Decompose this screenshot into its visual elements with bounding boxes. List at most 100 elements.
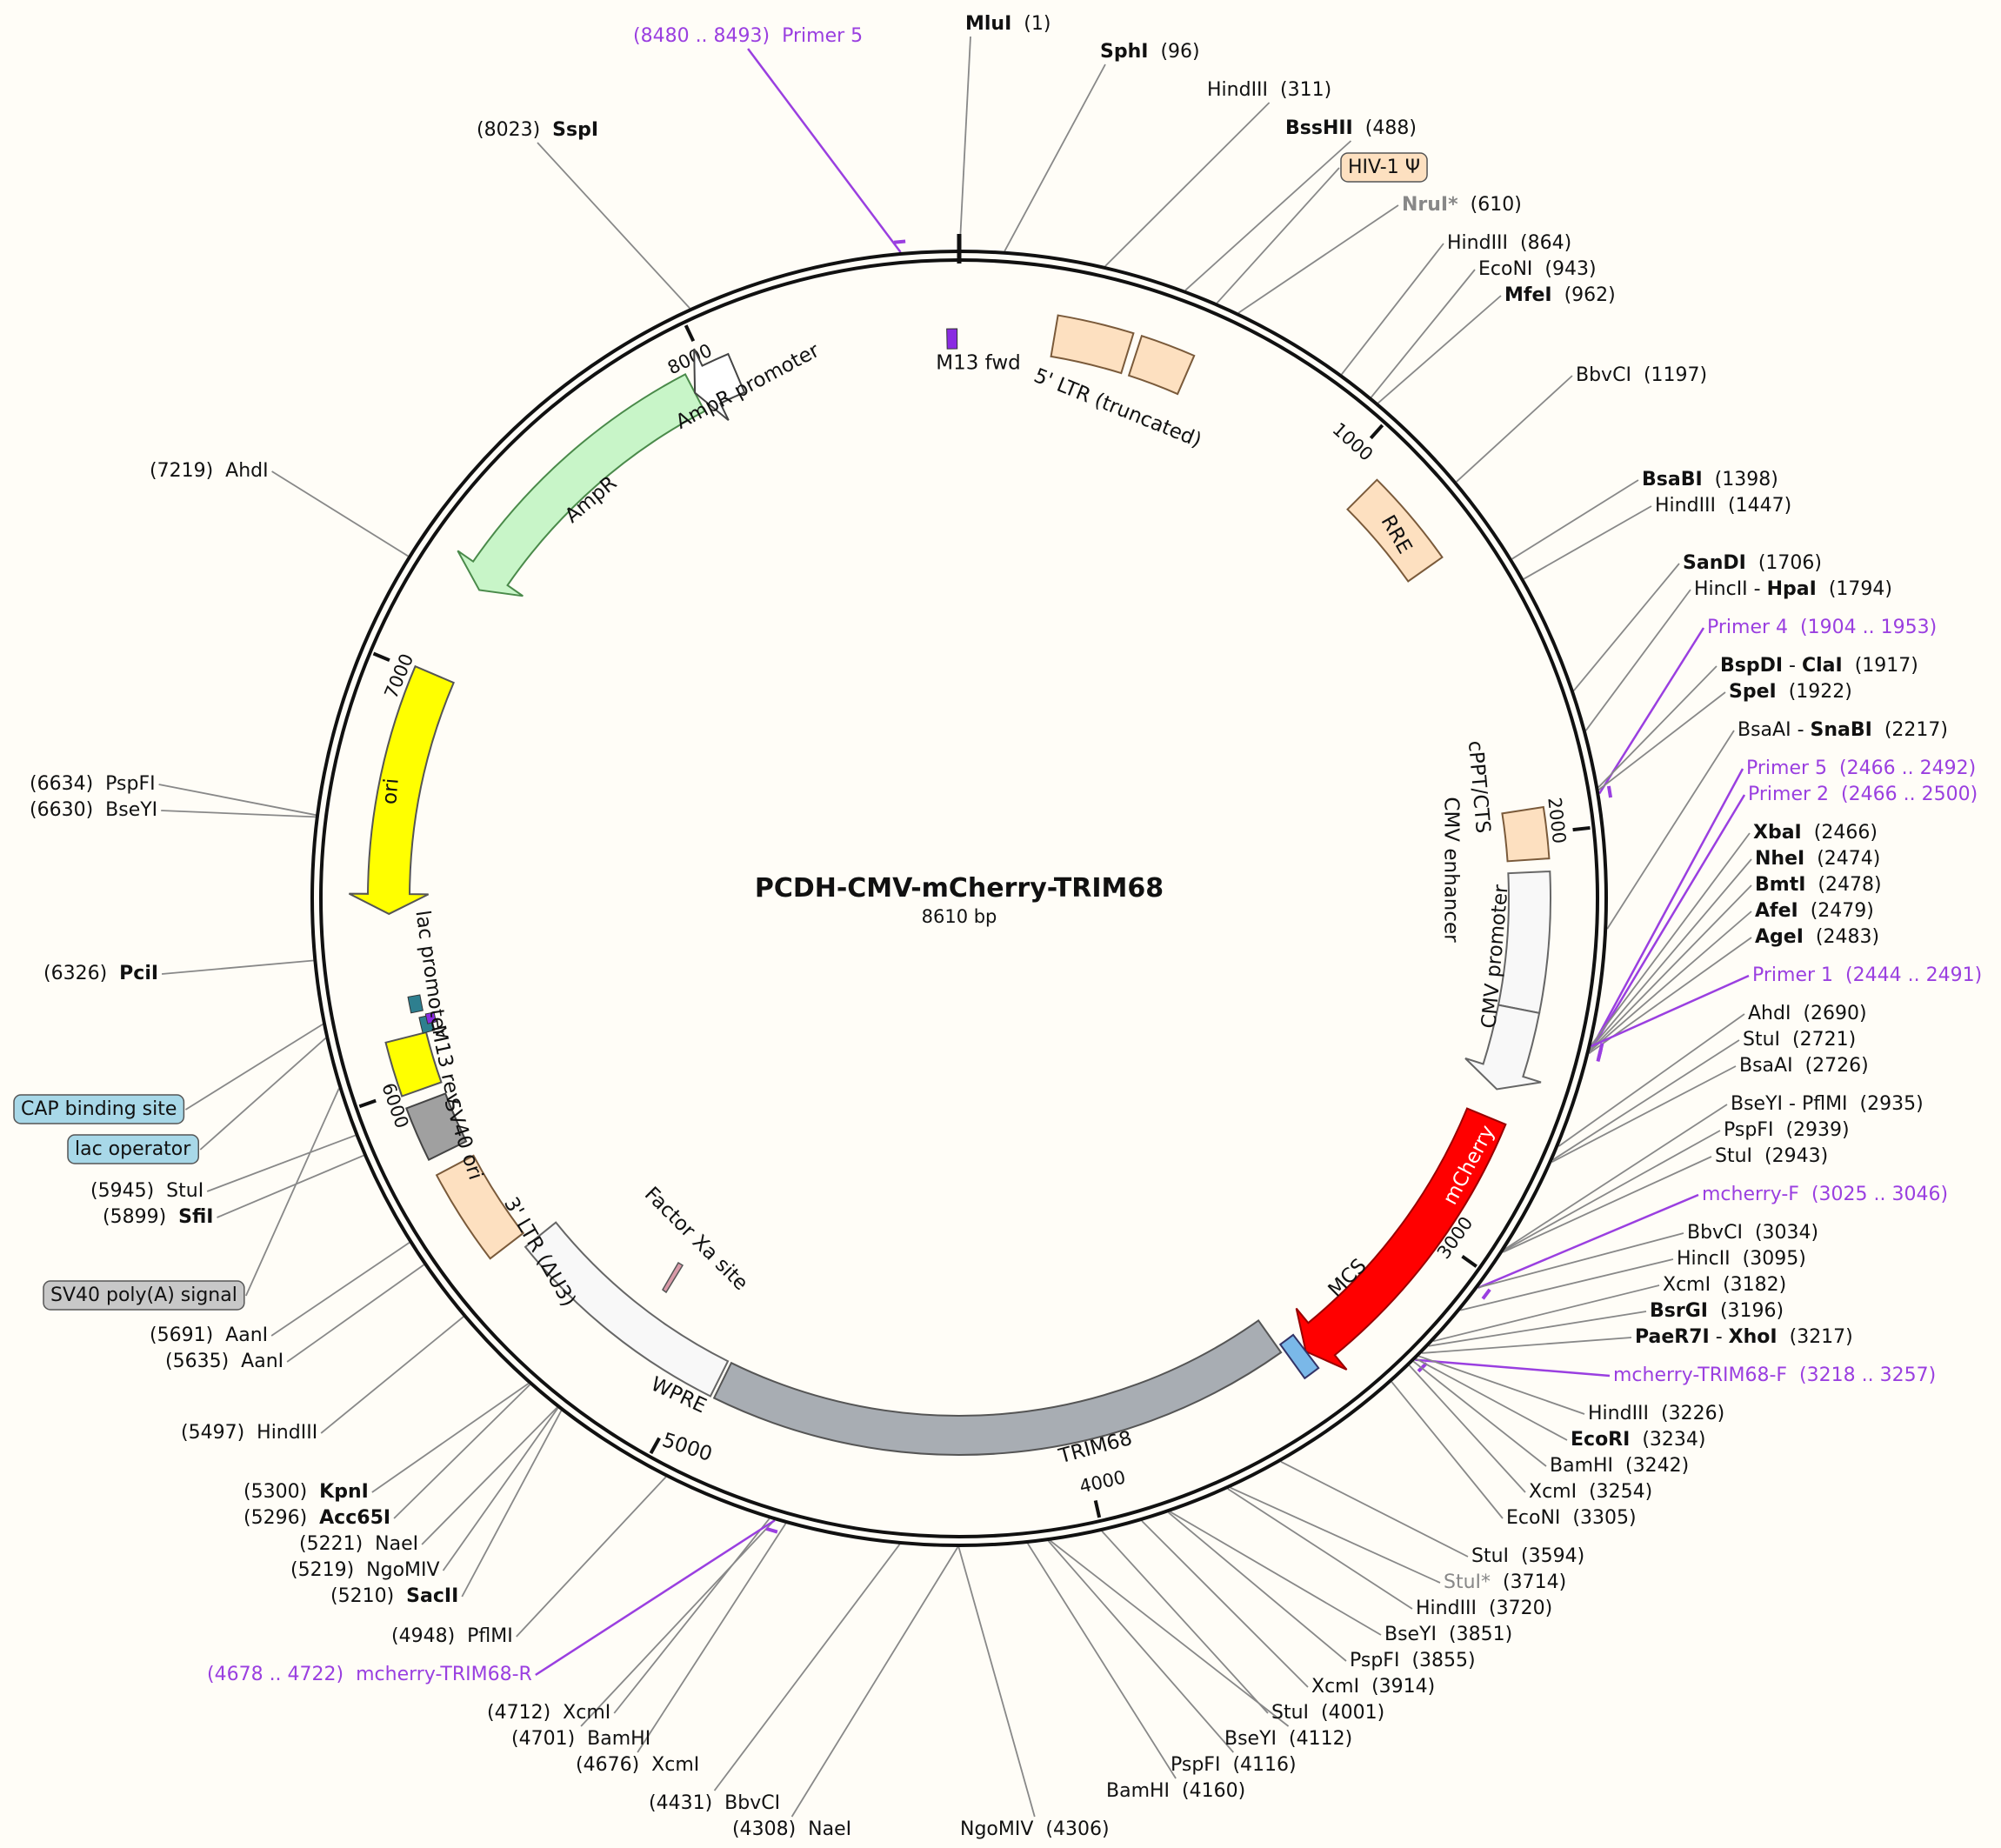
site-label[interactable]: BbvCI(1197) xyxy=(1576,364,1707,386)
feature-ori[interactable] xyxy=(348,664,455,916)
site-label[interactable]: BseYI - PflMI(2935) xyxy=(1731,1093,1924,1115)
site-label[interactable]: (4431)BbvCI xyxy=(649,1792,780,1814)
site-label[interactable]: (4678 .. 4722)mcherry-TRIM68-R xyxy=(207,1664,532,1685)
site-label[interactable]: Primer 4(1904 .. 1953) xyxy=(1707,617,1937,638)
site-label[interactable]: EcoNI(3305) xyxy=(1506,1507,1637,1529)
site-label[interactable]: (4701)BamHI xyxy=(511,1728,650,1750)
site-label[interactable]: XcmI(3254) xyxy=(1529,1481,1652,1503)
feature-3-ltr-u3[interactable] xyxy=(435,1154,525,1260)
site-label[interactable]: XcmI(3182) xyxy=(1663,1274,1786,1296)
site-label[interactable]: BseYI(3851) xyxy=(1384,1624,1512,1645)
site-label[interactable]: EcoRI(3234) xyxy=(1571,1429,1705,1451)
site-label[interactable]: Primer 2(2466 .. 2500) xyxy=(1748,784,1978,805)
site-label[interactable]: BspDI - ClaI(1917) xyxy=(1720,655,1918,677)
site-label[interactable]: HindIII(864) xyxy=(1447,232,1571,254)
site-label[interactable]: (5899)SfiI xyxy=(103,1206,214,1228)
site-label[interactable]: StuI*(3714) xyxy=(1444,1571,1566,1593)
site-label[interactable]: EcoNI(943) xyxy=(1478,258,1597,280)
site-label-part: (3218 .. 3257) xyxy=(1799,1364,1936,1386)
site-label[interactable]: (8480 .. 8493)Primer 5 xyxy=(633,25,863,47)
feature-sv40-ori[interactable] xyxy=(405,1092,468,1161)
site-leader-line xyxy=(1597,691,1726,791)
site-label[interactable]: HincII(3095) xyxy=(1677,1248,1806,1270)
feature-mcs[interactable] xyxy=(1278,1333,1320,1380)
site-label[interactable]: (6634)PspFI xyxy=(30,773,156,795)
site-label[interactable]: (6326)PciI xyxy=(43,963,158,984)
feature-ampr-promoter[interactable] xyxy=(693,348,746,422)
site-label[interactable]: BsaBI(1398) xyxy=(1642,469,1778,490)
site-label[interactable]: (4308)NaeI xyxy=(732,1818,851,1840)
site-leader-line xyxy=(270,1242,410,1337)
site-label[interactable]: Primer 1(2444 .. 2491) xyxy=(1752,964,1982,986)
site-label[interactable]: StuI(2721) xyxy=(1743,1029,1856,1051)
site-label[interactable]: BseYI(4112) xyxy=(1224,1728,1352,1750)
site-label[interactable]: AgeI(2483) xyxy=(1755,926,1879,948)
site-label[interactable]: (5300)KpnI xyxy=(243,1481,369,1503)
site-label[interactable]: BsrGI(3196) xyxy=(1650,1300,1784,1322)
site-label[interactable]: (5296)Acc65I xyxy=(243,1507,390,1529)
site-label[interactable]: StuI(3594) xyxy=(1471,1545,1584,1567)
site-label[interactable]: Primer 5(2466 .. 2492) xyxy=(1746,757,1976,779)
site-label[interactable]: HincII - HpaI(1794) xyxy=(1694,578,1892,600)
site-label[interactable]: HindIII(1447) xyxy=(1655,495,1791,517)
site-label[interactable]: AhdI(2690) xyxy=(1748,1003,1867,1024)
site-label[interactable]: mcherry-TRIM68-F(3218 .. 3257) xyxy=(1613,1364,1936,1386)
site-label[interactable]: (6630)BseYI xyxy=(30,799,157,821)
site-label[interactable]: BamHI(4160) xyxy=(1106,1780,1245,1802)
site-label[interactable]: StuI(2943) xyxy=(1715,1145,1828,1167)
site-label[interactable]: XcmI(3914) xyxy=(1311,1676,1435,1698)
site-label[interactable]: BmtI(2478) xyxy=(1755,874,1882,896)
feature-rre[interactable] xyxy=(1346,478,1444,583)
site-label[interactable]: BbvCI(3034) xyxy=(1687,1222,1818,1244)
feature-5-ltr-truncated[interactable] xyxy=(1050,314,1135,375)
site-label[interactable]: (4712)XcmI xyxy=(487,1702,610,1724)
site-label[interactable]: BssHII(488) xyxy=(1285,117,1417,139)
feature-cppt-cts[interactable] xyxy=(1501,805,1551,863)
site-label[interactable]: (4948)PflMI xyxy=(391,1625,513,1647)
site-label[interactable]: (8023)SspI xyxy=(477,119,598,141)
site-label[interactable]: PspFI(2939) xyxy=(1724,1119,1850,1141)
site-label[interactable]: BsaAI - SnaBI(2217) xyxy=(1738,719,1948,741)
site-label[interactable]: HindIII(3226) xyxy=(1588,1403,1724,1424)
site-label[interactable]: MfeI(962) xyxy=(1504,284,1616,306)
site-label[interactable]: CAP binding site xyxy=(13,1094,185,1124)
site-label[interactable]: AfeI(2479) xyxy=(1755,900,1874,922)
feature-ampr[interactable] xyxy=(457,373,706,597)
site-label[interactable]: (5945)StuI xyxy=(90,1180,203,1202)
site-label[interactable]: SphI(96) xyxy=(1100,41,1200,63)
site-label[interactable]: NruI*(610) xyxy=(1402,194,1522,216)
site-label[interactable]: StuI(4001) xyxy=(1271,1702,1384,1724)
site-label[interactable]: mcherry-F(3025 .. 3046) xyxy=(1702,1184,1948,1205)
site-label[interactable]: SV40 poly(A) signal xyxy=(43,1280,245,1311)
site-label[interactable]: BamHI(3242) xyxy=(1550,1455,1689,1477)
site-label[interactable]: SanDI(1706) xyxy=(1683,552,1822,574)
feature-wpre[interactable] xyxy=(524,1221,730,1398)
site-label-part: BamHI xyxy=(1550,1455,1613,1477)
site-label[interactable]: NheI(2474) xyxy=(1755,848,1880,870)
site-label[interactable]: (7219)AhdI xyxy=(150,460,269,482)
site-label[interactable]: SpeI(1922) xyxy=(1729,681,1852,703)
site-label[interactable]: XbaI(2466) xyxy=(1753,822,1878,844)
feature-5-ltr-truncated-b[interactable] xyxy=(1127,334,1196,396)
site-label[interactable]: MluI(1) xyxy=(965,13,1051,35)
site-label[interactable]: (5635)AanI xyxy=(165,1351,283,1372)
site-label[interactable]: PspFI(4116) xyxy=(1171,1754,1297,1776)
site-label[interactable]: HindIII(3720) xyxy=(1416,1598,1552,1619)
site-label[interactable]: PaeR7I - XhoI(3217) xyxy=(1635,1326,1853,1348)
site-label[interactable]: (5497)HindIII xyxy=(181,1422,317,1444)
site-label[interactable]: (4676)XcmI xyxy=(576,1754,699,1776)
site-label[interactable]: (5219)NgoMIV xyxy=(290,1559,440,1581)
site-label[interactable]: (5221)NaeI xyxy=(299,1533,418,1555)
site-label[interactable]: BsaAI(2726) xyxy=(1739,1055,1869,1077)
feature-cmv-promoter[interactable] xyxy=(1464,1004,1542,1091)
svg-text:BssHII(488): BssHII(488) xyxy=(1285,117,1417,139)
site-label[interactable]: HIV-1 Ψ xyxy=(1340,152,1428,183)
site-label-part: HpaI xyxy=(1767,578,1817,600)
site-label[interactable]: (5210)SacII xyxy=(330,1585,458,1607)
site-label[interactable]: (5691)AanI xyxy=(150,1324,268,1346)
site-label[interactable]: lac operator xyxy=(67,1134,200,1164)
site-label[interactable]: NgoMIV(4306) xyxy=(960,1818,1110,1840)
site-label[interactable]: PspFI(3855) xyxy=(1350,1650,1476,1671)
feature-trim68[interactable] xyxy=(712,1319,1283,1457)
site-label[interactable]: HindIII(311) xyxy=(1207,79,1331,101)
